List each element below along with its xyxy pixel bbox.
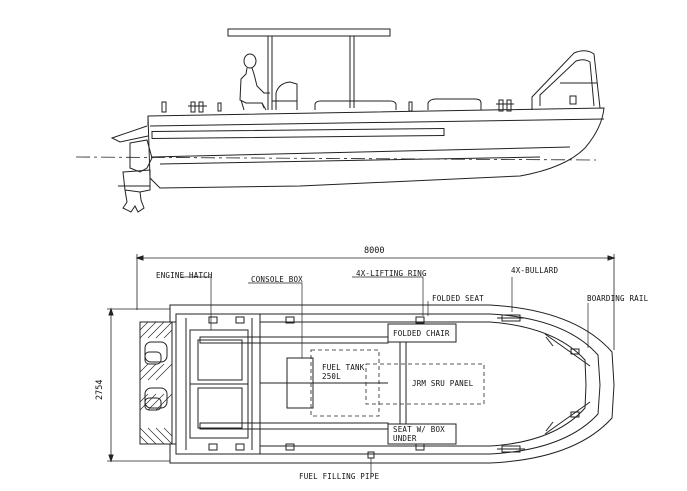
outboard-motor (118, 139, 153, 213)
seat-box-label: SEAT W/ BOX (393, 425, 445, 434)
hull-side (147, 107, 605, 189)
waterline (75, 156, 597, 161)
jrm-sru-panel-label: JRM SRU PANEL (412, 379, 474, 388)
canopy-top (227, 28, 391, 37)
console-box-label: CONSOLE BOX (251, 275, 303, 284)
folded-chair-label: FOLDED CHAIR (393, 329, 450, 338)
boarding-rail (544, 333, 591, 435)
seat-box-label-under: UNDER (393, 434, 417, 443)
boarding-rail-label: BOARDING RAIL (587, 294, 649, 303)
fuel-tank-capacity: 250L (322, 372, 341, 381)
folded-seat-label: FOLDED SEAT (432, 294, 484, 303)
length-dimension: 8000 (364, 246, 385, 256)
fuel-tank (310, 349, 380, 417)
side-elevation (75, 28, 605, 213)
hull-plan-inner (175, 313, 601, 455)
beam-dimension: 2754 (95, 379, 105, 400)
fuel-filling-pipe-label: FUEL FILLING PIPE (299, 472, 380, 481)
plan-view (107, 254, 616, 476)
hull-plan-outer (169, 304, 615, 464)
fuel-tank-label: FUEL TANK (322, 363, 365, 372)
person-figure (239, 53, 270, 111)
lifting-ring-label: 4X-LIFTING RING (356, 269, 427, 278)
jrm-sru-panel (365, 363, 485, 405)
rub-rail (151, 127, 445, 140)
folded-chair (387, 323, 457, 343)
bullard-label: 4X-BULLARD (511, 266, 559, 275)
engine-hatch-label: ENGINE HATCH (156, 271, 213, 280)
stern-motors (139, 321, 176, 445)
